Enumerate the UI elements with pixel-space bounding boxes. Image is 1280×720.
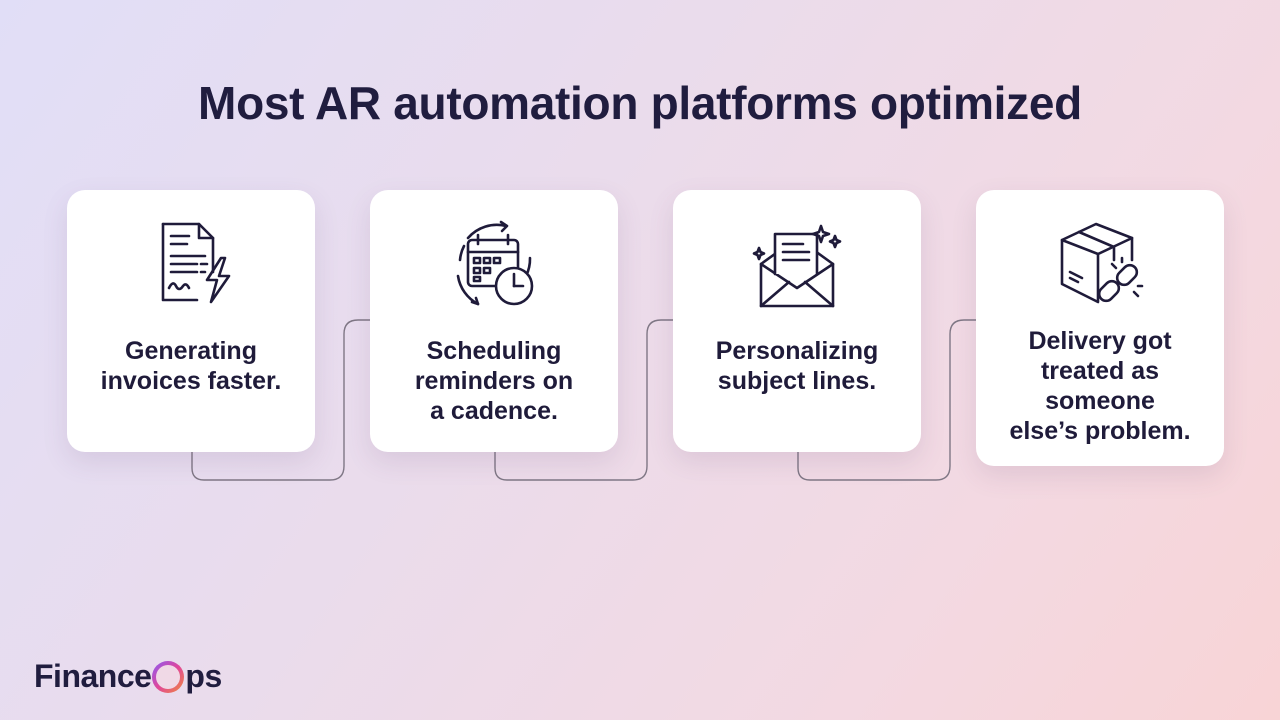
page-title: Most AR automation platforms optimized: [198, 77, 1082, 129]
card-scheduling-reminders: Scheduling reminders on a cadence.: [370, 190, 618, 452]
card-label-line: else’s problem.: [1009, 417, 1191, 445]
card-label-line: Generating: [125, 337, 257, 365]
card-delivery-problem: Delivery got treated as someone else’s p…: [976, 190, 1224, 466]
card-label-line: Personalizing: [715, 337, 879, 365]
logo-text-ps: ps: [185, 658, 222, 694]
card-label-line: reminders on: [414, 367, 574, 395]
envelope-sparkle-icon: [749, 218, 845, 314]
card-generating-invoices: Generating invoices faster.: [67, 190, 315, 452]
card-label-line: treated as: [1040, 357, 1160, 385]
connector-3: [797, 319, 978, 481]
connector-1: [191, 319, 372, 481]
financeops-logo: Finance ps: [34, 658, 222, 695]
card-label-line: Scheduling: [426, 337, 562, 365]
invoice-lightning-icon: [143, 218, 239, 314]
logo-o-mark-icon: [152, 661, 184, 693]
card-label-line: a cadence.: [430, 397, 558, 425]
card-personalizing-subject: Personalizing subject lines.: [673, 190, 921, 452]
card-label-line: Delivery got: [1028, 327, 1172, 355]
connector-2: [494, 319, 675, 481]
calendar-clock-icon: [446, 218, 542, 314]
card-label-line: invoices faster.: [100, 367, 282, 395]
box-broken-chain-icon: [1052, 218, 1148, 314]
card-label-line: subject lines.: [717, 367, 877, 395]
logo-text-finance: Finance: [34, 658, 152, 694]
card-label-line: someone: [1045, 387, 1155, 415]
